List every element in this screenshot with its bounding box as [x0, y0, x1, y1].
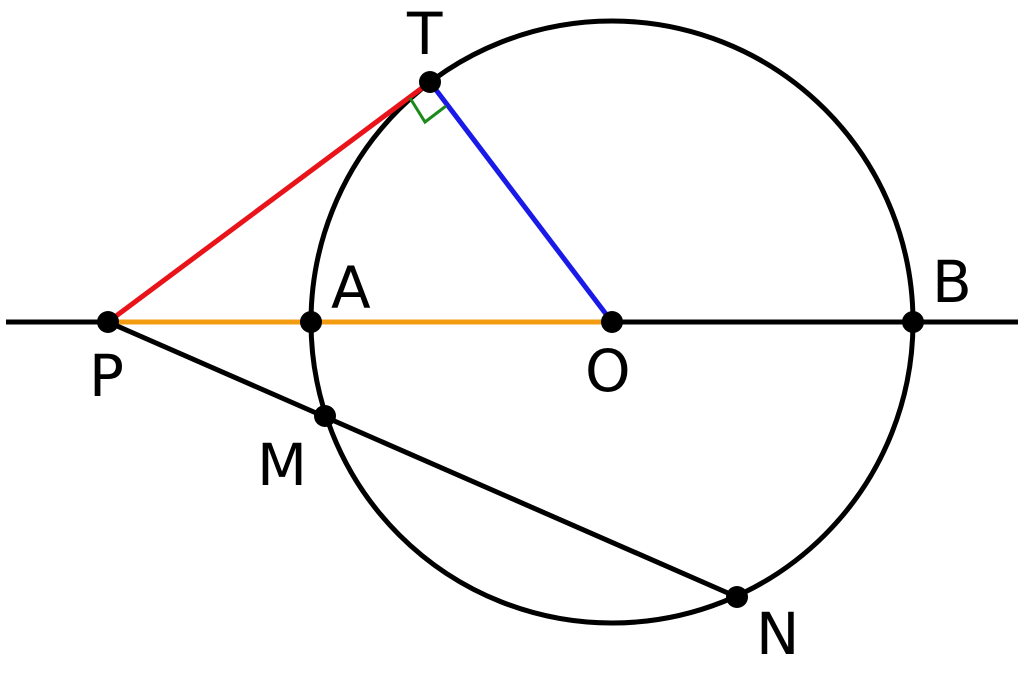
label-P: P — [89, 342, 124, 410]
point-T — [419, 71, 441, 93]
point-P — [97, 311, 119, 333]
label-O: O — [585, 337, 631, 405]
right-angle-mark — [408, 97, 447, 125]
label-B: B — [932, 248, 972, 316]
point-A — [300, 311, 322, 333]
point-N — [726, 586, 748, 608]
secant-PN — [106, 319, 739, 600]
tangent-PT — [106, 79, 432, 325]
label-N: N — [756, 600, 799, 668]
label-M: M — [257, 431, 307, 499]
label-T: T — [406, 0, 443, 68]
radius-OT — [428, 80, 614, 324]
point-O — [601, 311, 623, 333]
point-M — [314, 405, 336, 427]
label-A: A — [331, 254, 371, 322]
point-B — [902, 311, 924, 333]
